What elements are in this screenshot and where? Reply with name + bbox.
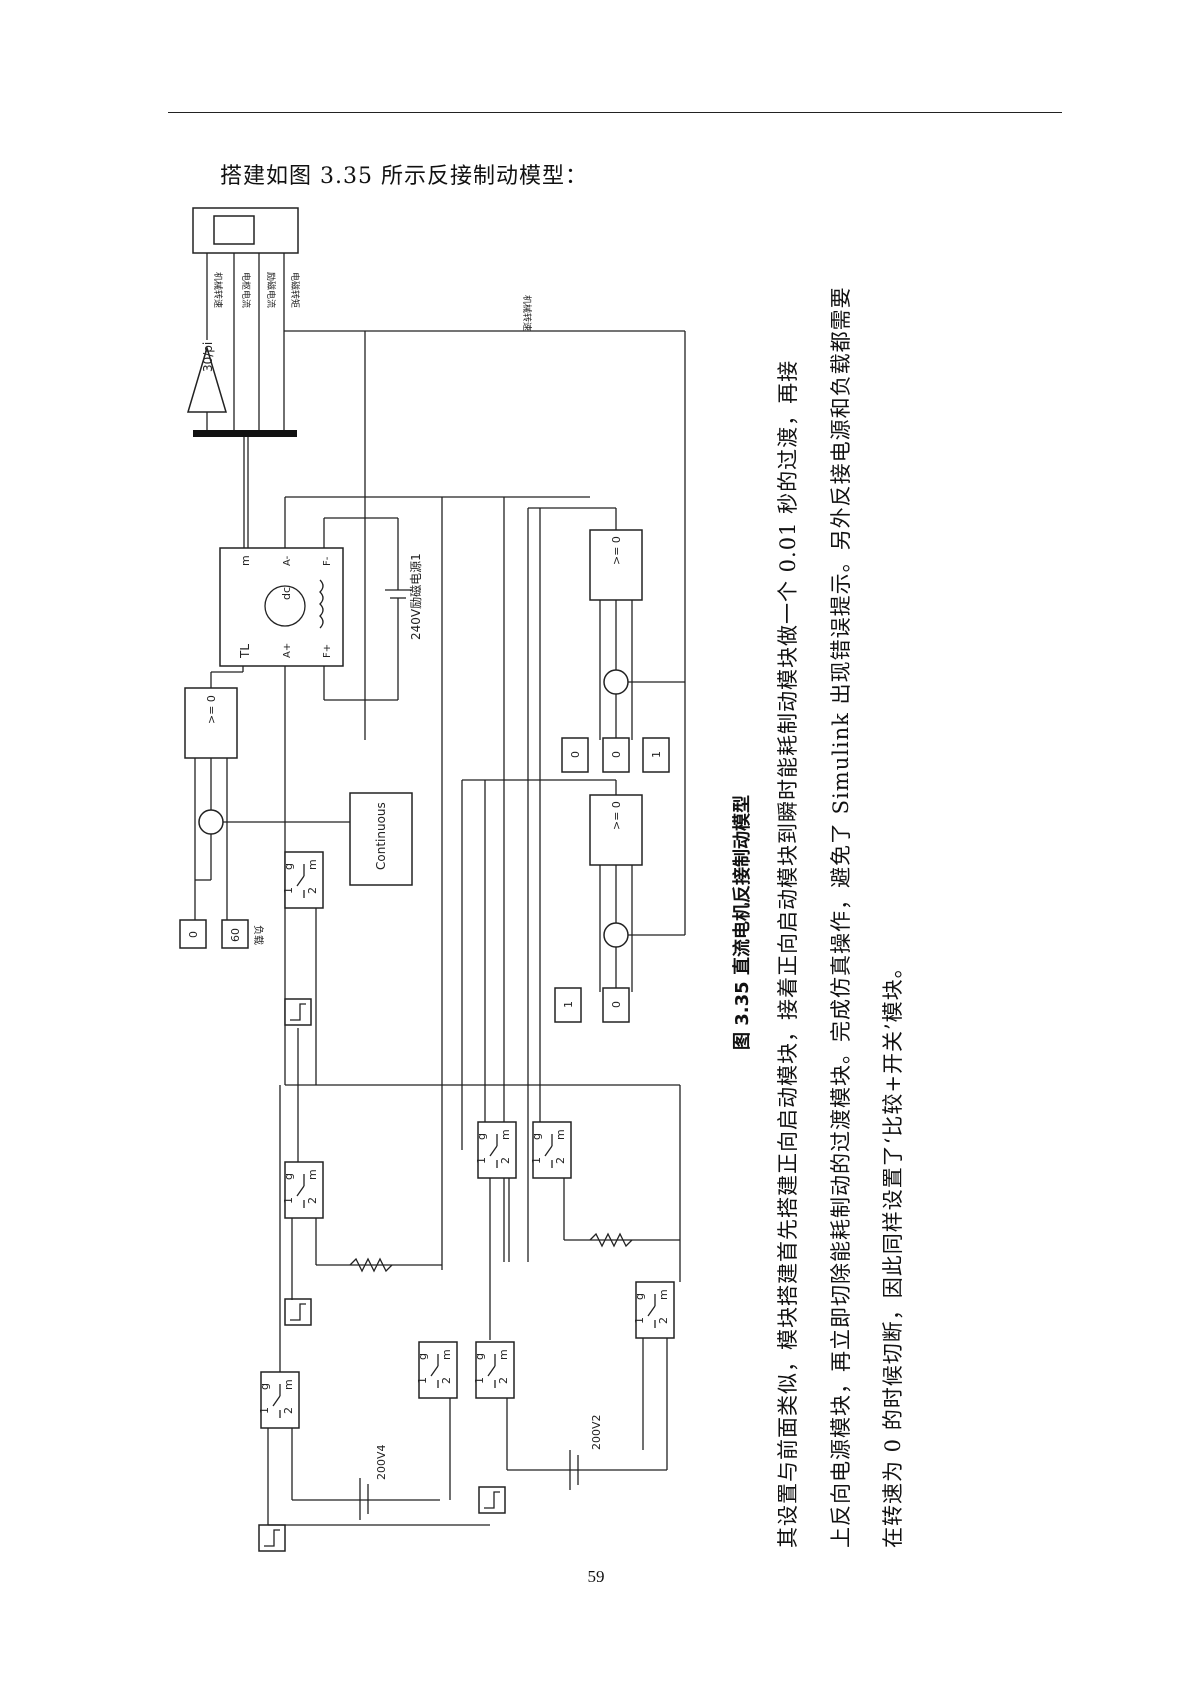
svg-text:0: 0	[610, 751, 623, 758]
switch-middle-right: >= 0	[589, 794, 643, 866]
motor-a-minus-label: A-	[282, 555, 293, 566]
load-label: 负载	[252, 925, 265, 945]
breaker-4	[415, 1341, 458, 1399]
const-1-b: 1	[554, 987, 582, 1023]
breaker-2	[281, 1161, 324, 1219]
source-200v4-label: 200V4	[375, 1444, 388, 1480]
switch-label-3: >= 0	[610, 801, 623, 830]
step-1	[284, 998, 312, 1026]
svg-text:60: 60	[229, 928, 242, 942]
svg-text:0: 0	[569, 751, 582, 758]
page-number: 59	[587, 1567, 605, 1586]
bus-selector	[193, 430, 297, 437]
gain-block: 30/pi	[186, 342, 228, 413]
motor-tl-label: TL	[238, 644, 252, 659]
svg-text:0: 0	[610, 1001, 623, 1008]
breaker-3	[257, 1371, 300, 1429]
header-rule	[168, 112, 1062, 113]
motor-f-minus-label: F-	[322, 556, 333, 566]
breaker-8	[632, 1281, 675, 1339]
motor-m-label: m	[239, 555, 252, 566]
scope-label-field: 励磁电流	[265, 272, 277, 308]
step-2	[284, 1298, 312, 1326]
field-source-label: 240V励磁电源1	[408, 553, 423, 640]
paragraph-line-2: 上反向电源模块，再立即切除能耗制动的过渡模块。完成仿真操作，避免了 Simuli…	[829, 286, 853, 1548]
breaker-5	[472, 1341, 515, 1399]
svg-text:Continuous: Continuous	[374, 802, 388, 870]
svg-text:1: 1	[562, 1001, 575, 1008]
gain-label: 30/pi	[201, 342, 215, 372]
switch-label-2: >= 0	[610, 536, 623, 565]
scope-label-speed: 机械转速	[212, 272, 224, 308]
const-0-c: 0	[602, 737, 630, 773]
sum-block-3	[603, 922, 629, 948]
motor-f-plus-label: F+	[322, 644, 333, 658]
svg-text:1: 1	[650, 751, 663, 758]
dc-motor-block: dc TL m A+ A- F+ F-	[219, 547, 344, 667]
scope-input-labels: 机械转速 电枢电流 励磁电流 电磁转矩	[212, 272, 301, 308]
scope-label-torque: 电磁转矩	[289, 272, 301, 308]
paragraph-line-3: 在转速为 0 的时候切断，因此同样设置了‘比较+开关’模块。	[881, 956, 905, 1548]
paragraph-line-1: 其设置与前面类似，模块搭建首先搭建正向启动模块，接着正向启动模块到瞬时能耗制动模…	[776, 360, 800, 1548]
intro-text: 搭建如图 3.35 所示反接制动模型：	[220, 164, 588, 189]
switch-upper-right: >= 0	[589, 529, 643, 601]
powergui-continuous: Continuous	[349, 792, 413, 886]
field-source-240v: 240V励磁电源1	[323, 517, 423, 701]
step-3	[258, 1524, 286, 1552]
const-60: 60	[221, 919, 249, 949]
speed-signal-label: 机械转速	[521, 295, 533, 331]
scope-block	[192, 207, 299, 254]
const-0-b: 0	[561, 737, 589, 773]
sum-block-2	[603, 669, 629, 695]
breaker-6	[474, 1121, 517, 1179]
motor-dc-label: dc	[280, 587, 293, 600]
const-0-d: 0	[602, 987, 630, 1023]
breaker-1	[281, 851, 324, 909]
motor-a-plus-label: A+	[282, 643, 293, 658]
const-0-a: 0	[179, 919, 207, 949]
step-4	[478, 1486, 506, 1514]
scope-label-armature: 电枢电流	[240, 272, 252, 308]
switch-label-1: >= 0	[205, 695, 218, 724]
source-200v2-label: 200V2	[590, 1414, 603, 1450]
svg-text:0: 0	[187, 931, 200, 938]
sum-block-1	[198, 809, 224, 835]
breaker-7	[529, 1121, 572, 1179]
const-1-a: 1	[642, 737, 670, 773]
figure-caption: 图 3.35 直流电机反接制动模型	[731, 795, 753, 1050]
load-switch: >= 0	[184, 687, 238, 759]
